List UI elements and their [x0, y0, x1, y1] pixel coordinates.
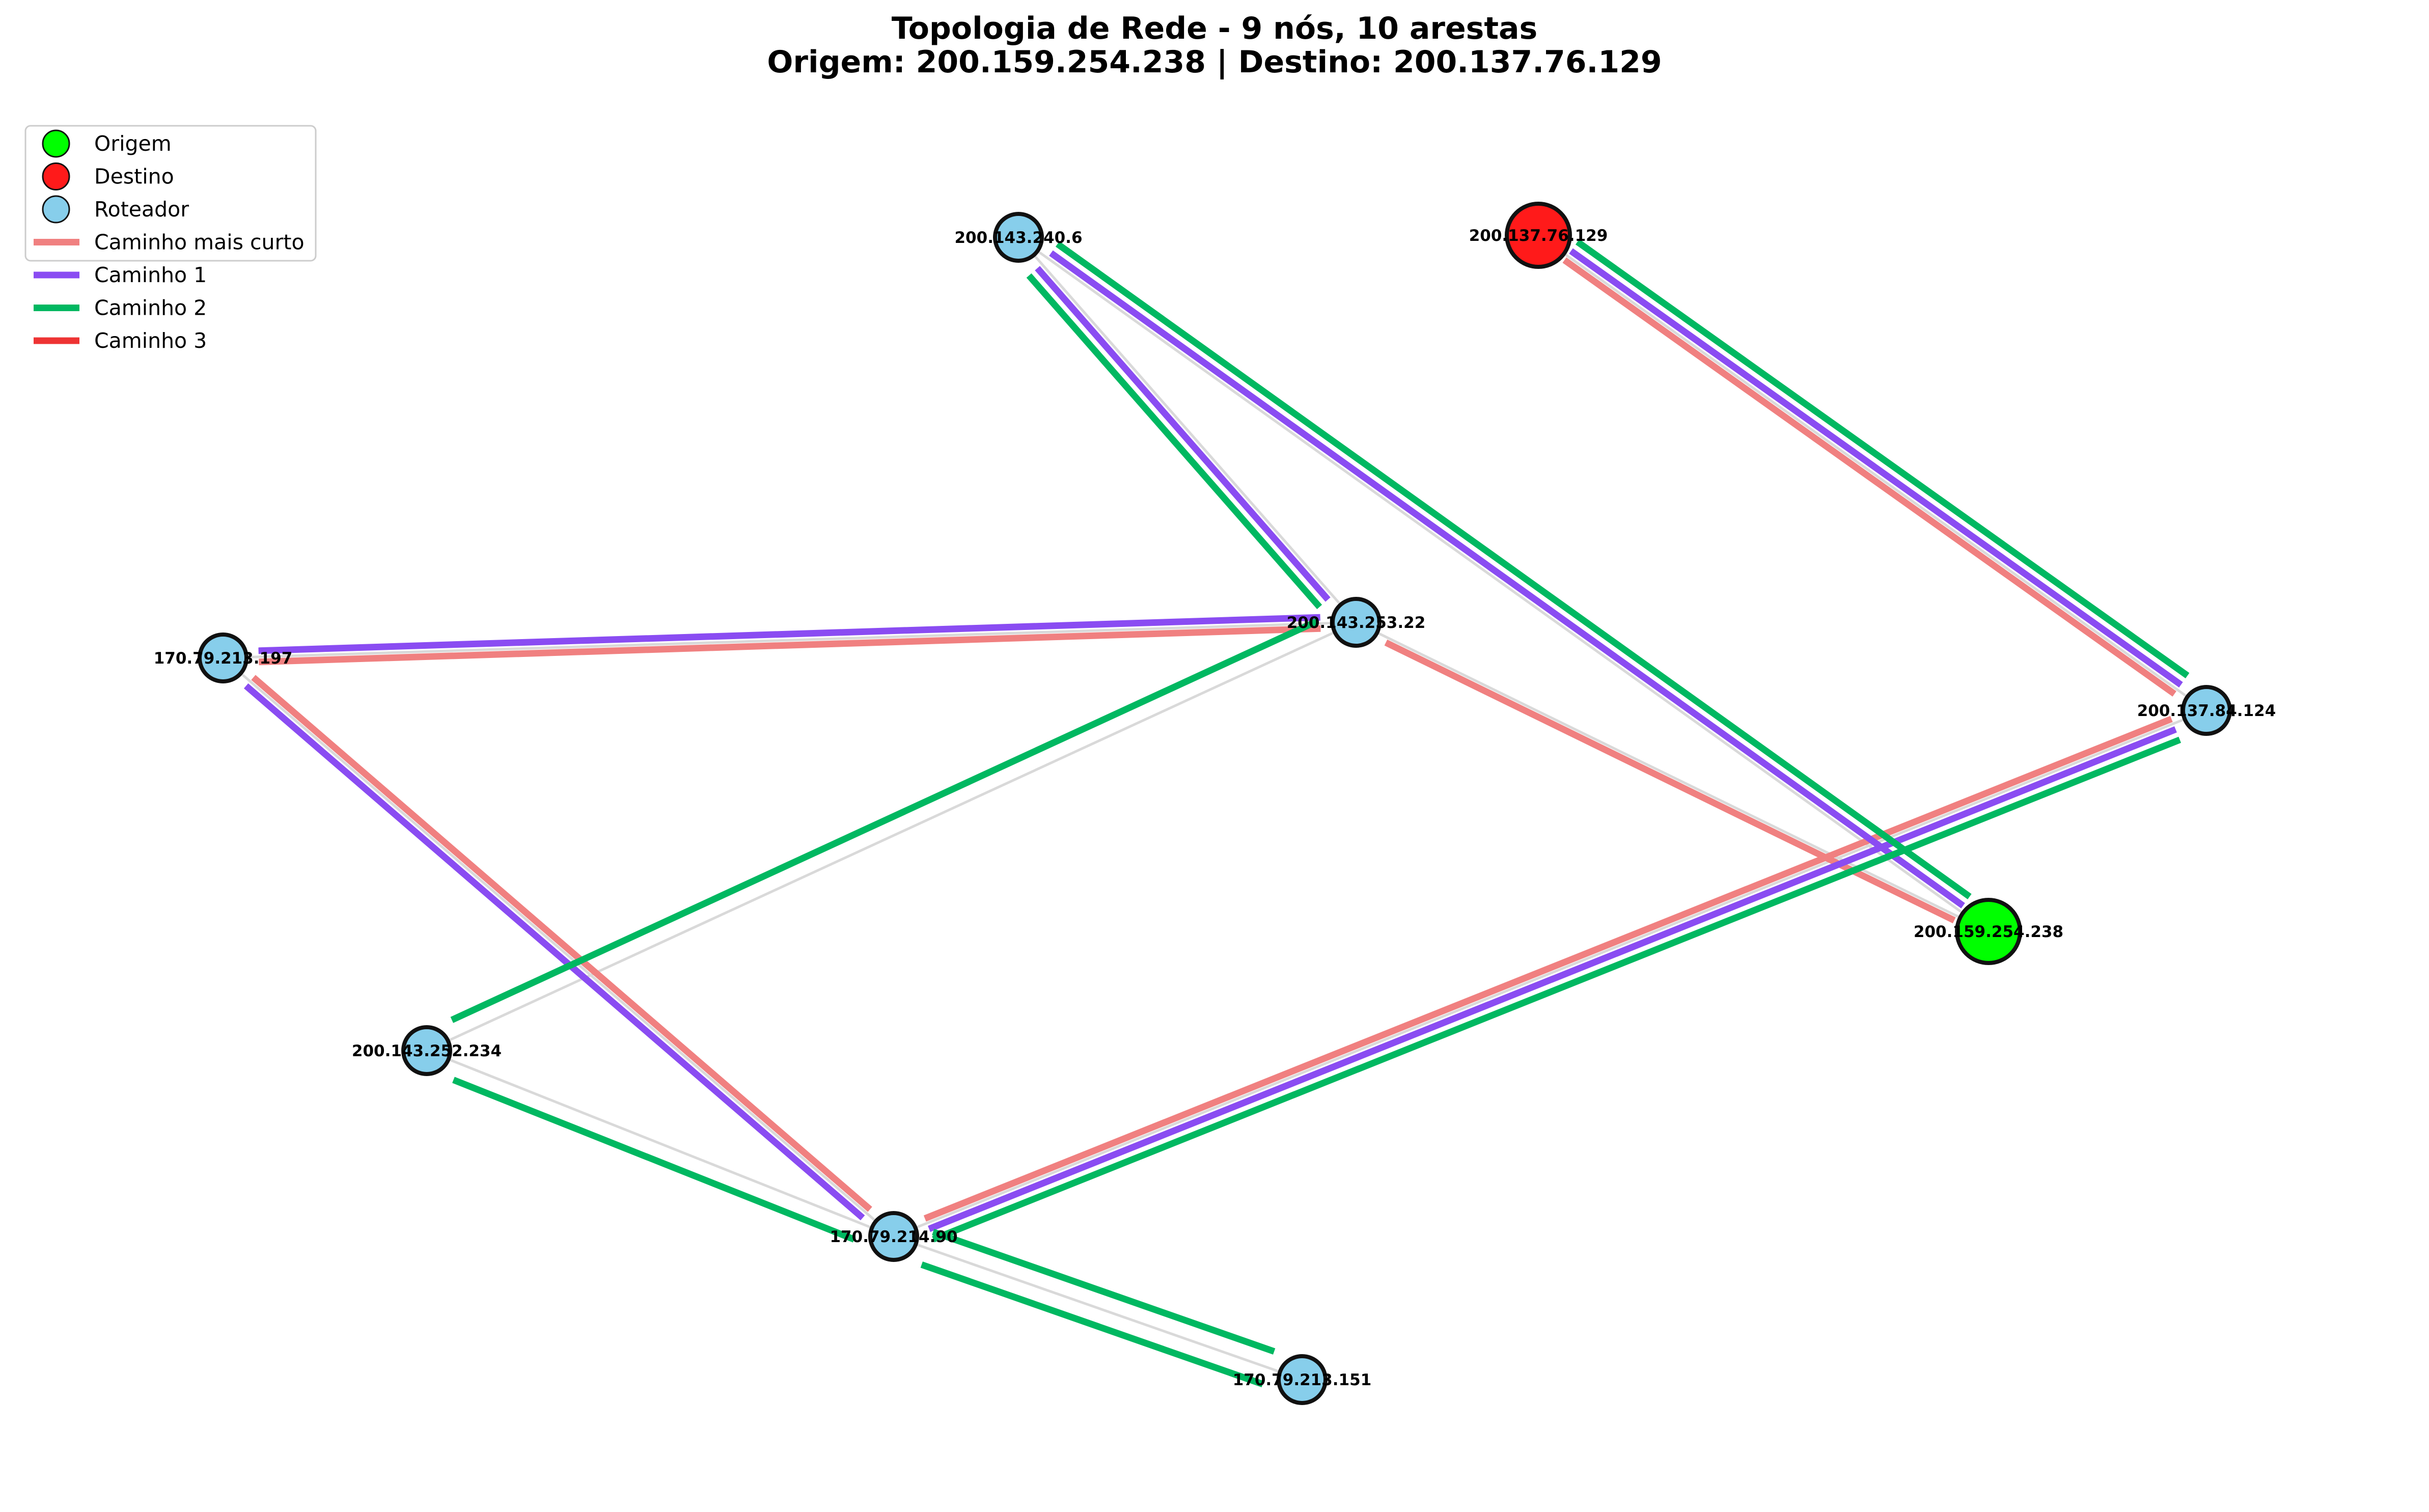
node-label: 200.143.240.6	[954, 229, 1082, 247]
router-node[interactable]	[868, 1211, 919, 1262]
path-segment	[928, 726, 2177, 1232]
node-labels: 200.143.240.6 200.137.76.129 200.143.253.2…	[154, 227, 2276, 1389]
path-segment	[923, 716, 2173, 1222]
edge-line	[1537, 234, 2207, 712]
path-segment	[920, 1261, 1264, 1388]
title-line-2: Origem: 200.159.254.238 | Destino: 200.1…	[767, 44, 1662, 80]
path-segment	[258, 614, 1320, 654]
path-segment	[1569, 248, 2183, 688]
node-label: 200.159.254.238	[1914, 923, 2063, 941]
edge-line	[222, 657, 895, 1238]
node-label: 200.143.252.234	[352, 1042, 502, 1060]
router-node[interactable]	[2181, 685, 2232, 736]
edge-line	[893, 1235, 1303, 1381]
node-label: 200.137.84.124	[2137, 702, 2276, 720]
router-node[interactable]	[1331, 597, 1382, 648]
legend-label: Destino	[94, 164, 174, 189]
edge-line	[223, 621, 1357, 659]
legend-label: Caminho 2	[94, 296, 207, 320]
origin-node[interactable]	[1955, 898, 2022, 965]
edge-line	[893, 709, 2207, 1238]
router-node[interactable]	[401, 1025, 452, 1076]
destination-node[interactable]	[1505, 202, 1572, 269]
router-node[interactable]	[198, 633, 249, 683]
node-label: 200.137.76.129	[1469, 227, 1608, 245]
legend-frame	[24, 125, 317, 262]
path-segment	[450, 618, 1318, 1023]
node-label: 170.79.214.90	[830, 1228, 957, 1246]
legend-label: Origem	[94, 131, 172, 156]
nodes	[198, 202, 2232, 1405]
node-label: 200.143.253.22	[1287, 614, 1426, 632]
path-segment	[243, 683, 865, 1221]
path-segment	[251, 675, 872, 1212]
highlighted-paths	[243, 239, 2190, 1388]
edge-line	[1017, 236, 1357, 623]
edge-line	[1355, 621, 1990, 933]
path-segment	[1026, 273, 1322, 610]
base-edges	[222, 234, 2207, 1381]
edge-line	[426, 621, 1357, 1052]
edge-line	[426, 1049, 894, 1238]
title-line-1: Topologia de Rede - 9 nós, 10 arestas	[892, 11, 1538, 46]
router-node[interactable]	[1277, 1354, 1328, 1405]
path-segment	[1035, 266, 1331, 602]
path-segment	[1562, 257, 2176, 697]
legend-label: Caminho mais curto	[94, 230, 305, 255]
node-label: 170.79.213.151	[1233, 1371, 1372, 1389]
path-segment	[1384, 639, 1956, 924]
legend-label: Caminho 1	[94, 263, 207, 287]
path-segment	[1049, 250, 1965, 909]
legend-label: Caminho 3	[94, 328, 207, 353]
legend-marker	[42, 129, 70, 158]
edge-line	[1017, 236, 1990, 933]
router-node[interactable]	[993, 212, 1044, 263]
path-segment	[1575, 239, 2190, 679]
path-segment	[932, 736, 2182, 1243]
path-segment	[1055, 241, 1972, 899]
legend-marker	[42, 195, 70, 224]
path-segment	[259, 625, 1321, 666]
path-segment	[452, 1077, 855, 1243]
node-label: 170.79.213.197	[154, 649, 293, 668]
legend-label: Roteador	[94, 197, 189, 222]
legend-marker	[42, 162, 70, 190]
path-segment	[932, 1228, 1276, 1355]
